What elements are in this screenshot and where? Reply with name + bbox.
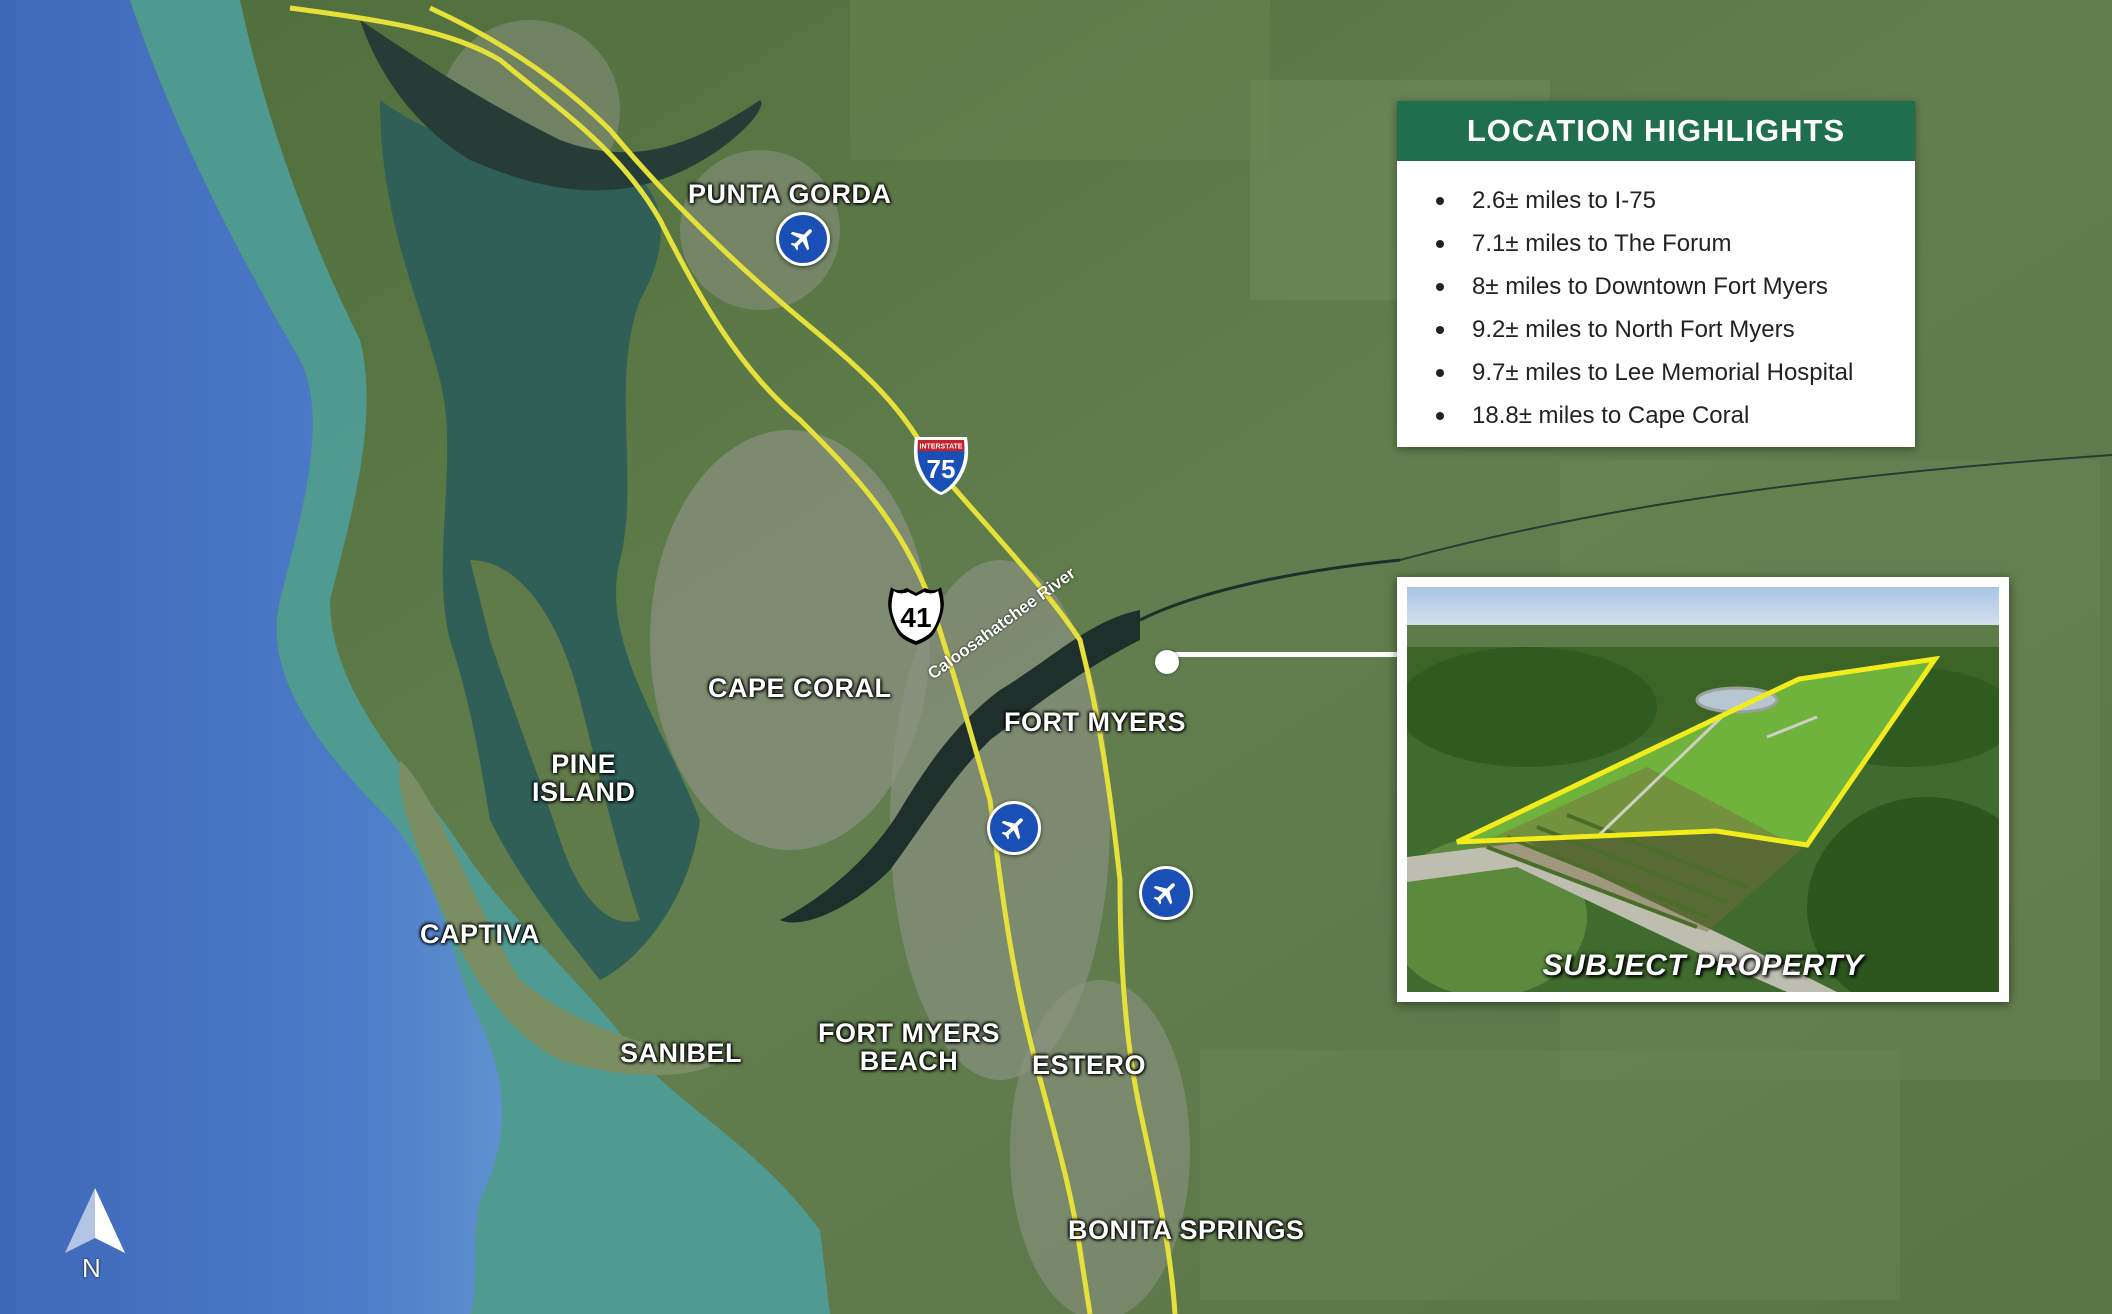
list-item: 18.8± miles to Cape Coral bbox=[1436, 394, 1915, 437]
airport-icon bbox=[1001, 818, 1023, 840]
list-item: 9.7± miles to Lee Memorial Hospital bbox=[1436, 351, 1915, 394]
label-fort-myers: FORT MYERS bbox=[1004, 707, 1187, 737]
subject-property-photo[interactable]: SUBJECT PROPERTY bbox=[1397, 577, 2009, 1002]
label-estero: ESTERO bbox=[1032, 1050, 1147, 1080]
airport-marker-punta-gorda[interactable] bbox=[776, 212, 830, 266]
interstate-number: 75 bbox=[927, 454, 956, 484]
list-item: 9.2± miles to North Fort Myers bbox=[1436, 308, 1915, 351]
compass-icon bbox=[65, 1188, 125, 1253]
location-highlights-panel: LOCATION HIGHLIGHTS 2.6± miles to I-75 7… bbox=[1397, 101, 1915, 447]
subject-property-label: SUBJECT PROPERTY bbox=[1542, 949, 1864, 982]
label-sanibel: SANIBEL bbox=[620, 1038, 743, 1068]
location-highlights-title: LOCATION HIGHLIGHTS bbox=[1397, 101, 1915, 161]
interstate-shield-icon: INTERSTATE 75 bbox=[913, 437, 969, 495]
label-fort-myers-beach: FORT MYERS BEACH bbox=[818, 1018, 1001, 1076]
label-bonita-springs: BONITA SPRINGS bbox=[1068, 1215, 1305, 1245]
label-punta-gorda: PUNTA GORDA bbox=[688, 179, 892, 209]
us-highway-shield-icon: 41 bbox=[888, 587, 944, 645]
list-item: 2.6± miles to I-75 bbox=[1436, 179, 1915, 222]
airport-marker-rsw[interactable] bbox=[1139, 866, 1193, 920]
label-pine-island: PINE ISLAND bbox=[532, 749, 636, 807]
label-cape-coral: CAPE CORAL bbox=[708, 673, 892, 703]
compass-north-label: N bbox=[82, 1253, 101, 1283]
aerial-photo-image bbox=[1407, 587, 1999, 992]
list-item: 7.1± miles to The Forum bbox=[1436, 222, 1915, 265]
subject-connector-line bbox=[1168, 652, 1397, 657]
airport-marker-fort-myers[interactable] bbox=[987, 801, 1041, 855]
label-captiva: CAPTIVA bbox=[420, 919, 541, 949]
us-highway-number: 41 bbox=[900, 602, 931, 633]
interstate-label: INTERSTATE bbox=[920, 444, 963, 451]
subject-location-marker[interactable] bbox=[1155, 650, 1179, 674]
list-item: 8± miles to Downtown Fort Myers bbox=[1436, 265, 1915, 308]
airport-icon bbox=[790, 229, 812, 251]
airport-icon bbox=[1153, 883, 1175, 905]
highlights-list: 2.6± miles to I-75 7.1± miles to The For… bbox=[1397, 161, 1915, 437]
